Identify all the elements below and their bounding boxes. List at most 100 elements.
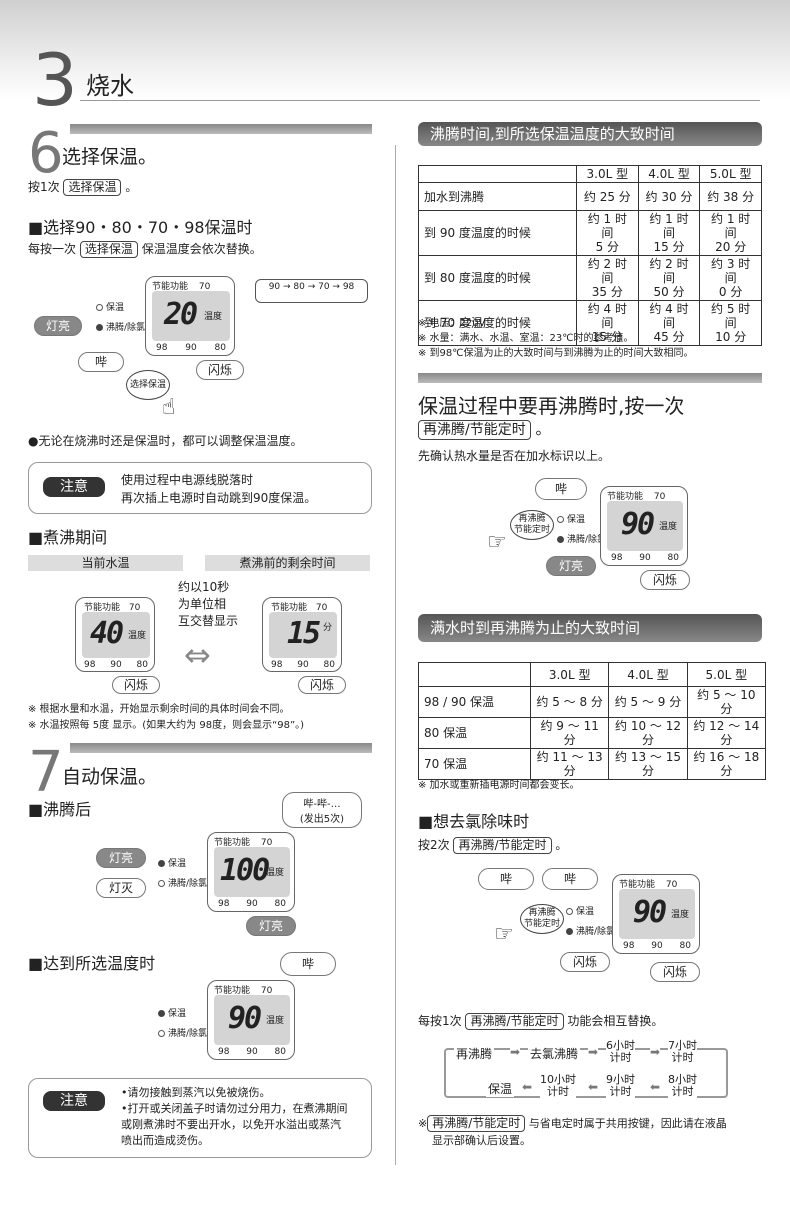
- each-press-tail: 功能会相互替换。: [567, 1014, 664, 1028]
- cycle-item-10h: 10小时 计时: [540, 1073, 576, 1098]
- keep-warm-indicator: 保温: [96, 300, 124, 313]
- table-cell: 约 1 时间 20 分: [699, 210, 762, 256]
- reboil-bar: [418, 373, 762, 383]
- cycle-arrow: ➡: [588, 1045, 599, 1059]
- table-cell: 70 保温: [418, 748, 531, 780]
- caution-line-1: 使用过程中电源线脱落时: [121, 473, 254, 487]
- keep-label: 保温: [576, 907, 595, 917]
- table-cell: 约 13 ～ 15 分: [608, 748, 688, 780]
- flash-bubble: 闪烁: [112, 676, 160, 694]
- eco-label: 节能功能: [84, 603, 121, 613]
- boil-chlorine-indicator: 沸腾/除氯: [158, 1026, 207, 1039]
- table-cell: 约 16 ～ 18 分: [686, 748, 767, 780]
- lcd-digits: 90: [228, 1001, 262, 1036]
- seventy-label: 70: [198, 282, 211, 292]
- eco-label: 节能功能: [152, 282, 189, 292]
- table-cell: 约 9 ～ 11 分: [529, 717, 610, 749]
- cycle-item-6h: 6小时 计时: [606, 1039, 635, 1064]
- off-bubble: 灯灭: [96, 878, 146, 898]
- caution-box-1: 注意 使用过程中电源线脱落时 再次插上电源时自动跳到90度保温。: [28, 462, 372, 514]
- reboil-instruction: 再沸腾/节能定时 。: [418, 418, 551, 440]
- step7-number: 7: [28, 740, 64, 805]
- table-cell: 约 2 时间 35 分: [576, 255, 639, 301]
- caution-line-2: 再次插上电源时自动跳到90度保温。: [121, 491, 317, 505]
- indicator-off-dot: [158, 880, 165, 887]
- reboil-button-label: 再沸腾/节能定时: [418, 420, 531, 440]
- shared-button-note: ※再沸腾/节能定时 与省电定时属于共用按键，因此请在液晶: [418, 1115, 727, 1132]
- footnote: ※ 到98℃保温为止的大致时间与到沸腾为止的时间大致相同。: [418, 348, 694, 359]
- mark-80: 80: [274, 899, 286, 909]
- alt-line-3: 互交替显示: [178, 614, 239, 628]
- round-button-label: 再沸腾 节能定时: [523, 908, 560, 929]
- mark-90: 90: [246, 1047, 258, 1057]
- pointing-hand-icon: ☝: [162, 395, 176, 420]
- table-row: 3.0L 型 4.0L 型 5.0L 型: [418, 662, 767, 687]
- cycle-item-9h: 9小时 计时: [606, 1073, 635, 1098]
- select-keep-warm-label-2: 选择保温: [79, 241, 138, 258]
- reboil-button-label: 再沸腾/节能定时: [465, 1013, 564, 1030]
- beep-bubble: 哔: [280, 952, 336, 976]
- step7-title: 自动保温。: [62, 766, 158, 788]
- table-row: 到 90 度温度的时候 约 1 时间 5 分 约 1 时间 15 分 约 1 时…: [418, 210, 762, 256]
- header-rule: [80, 100, 760, 101]
- table-header: 5.0L 型: [699, 165, 762, 183]
- cycle-arrow: ➡: [650, 1045, 661, 1059]
- cycle-item-keep-warm: 保温: [486, 1080, 515, 1097]
- temp-unit: 温度: [671, 910, 690, 920]
- lcd-screen: 100 温度: [214, 847, 290, 897]
- indicator-on-dot: [158, 1010, 165, 1017]
- reboil-round-button[interactable]: 再沸腾 节能定时: [510, 510, 554, 540]
- lcd-screen: 90 温度: [607, 501, 683, 551]
- cycle-diagram: 90 → 80 → 70 → 98: [255, 279, 368, 303]
- mark-98: 98: [218, 1047, 230, 1057]
- flash-bubble: 闪烁: [640, 570, 690, 590]
- indicator-off-dot: [566, 908, 573, 915]
- footnote-1: ※ 根据水量和水温，开始显示剩余时间的具体时间会不同。: [28, 704, 290, 715]
- table-cell: 约 5 ～ 8 分: [529, 686, 610, 718]
- keep-label: 保温: [168, 1009, 187, 1019]
- lcd-screen: 40 温度: [82, 612, 150, 658]
- table-cell: 约 25 分: [576, 182, 639, 211]
- column-divider: [395, 145, 396, 1165]
- table1-title: 沸腾时间,到所选保温温度的大致时间: [418, 122, 762, 146]
- check-water-note: 先确认热水量是否在加水标识以上。: [418, 449, 611, 463]
- reboil-button-label: 再沸腾/节能定时: [453, 837, 552, 854]
- eco-label: 节能功能: [607, 492, 644, 502]
- seventy-label: 70: [653, 492, 666, 502]
- select-keep-warm-button[interactable]: 选择保温: [126, 370, 170, 400]
- page-header-band: [0, 0, 790, 100]
- table2-title: 满水时到再沸腾为止的大致时间: [418, 614, 762, 642]
- mark-80: 80: [136, 660, 148, 670]
- temp-unit: 温度: [128, 631, 147, 641]
- reboil-round-button[interactable]: 再沸腾 节能定时: [520, 904, 564, 934]
- round-button-label: 选择保温: [129, 379, 166, 390]
- mark-98: 98: [623, 941, 635, 951]
- dechlorinate-instruction: 按2次 再沸腾/节能定时 。: [418, 836, 567, 854]
- dechlorinate-heading: ■想去氯除味时: [418, 812, 530, 831]
- caution-line: 或刚煮沸时不要出开水，以免开水溢出或蒸汽: [121, 1118, 341, 1131]
- caution-box-2: 注意 •请勿接触到蒸汽以免被烧伤。 •打开或关闭盖子时请勿过分用力，在煮沸期间 …: [28, 1078, 372, 1158]
- mark-90: 90: [246, 899, 258, 909]
- footnote: ※ 电压：220V: [418, 318, 486, 329]
- cycle-arrow: ⬅: [522, 1080, 533, 1094]
- indicator-off-dot: [96, 304, 103, 311]
- mark-90: 90: [651, 941, 663, 951]
- table-cell: 约 12 ～ 14 分: [686, 717, 767, 749]
- table-header: 3.0L 型: [529, 662, 610, 687]
- table-cell: 约 10 ～ 12 分: [608, 717, 688, 749]
- boil-chlorine-indicator: 沸腾/除氯: [158, 876, 207, 889]
- table2-footnote: ※ 加水或重新插电源时间都会变长。: [418, 780, 580, 791]
- table-cell: 约 4 时间 15 分: [576, 300, 639, 346]
- period: 。: [535, 420, 551, 438]
- table-cell: 到 70 度温度的时候: [418, 300, 577, 346]
- table-cell: 98 / 90 保温: [418, 686, 531, 718]
- lcd-screen: 90 温度: [619, 889, 695, 939]
- table1-footnotes: ※ 电压：220V ※ 水量：满水、水温、室温：23℃时的参考值。 ※ 到98℃…: [418, 316, 694, 361]
- cycle-item-reboil: 再沸腾: [454, 1045, 495, 1062]
- indicator-off-dot: [557, 516, 564, 523]
- temp-unit: 温度: [659, 522, 678, 532]
- lcd-digits: 15: [287, 616, 321, 651]
